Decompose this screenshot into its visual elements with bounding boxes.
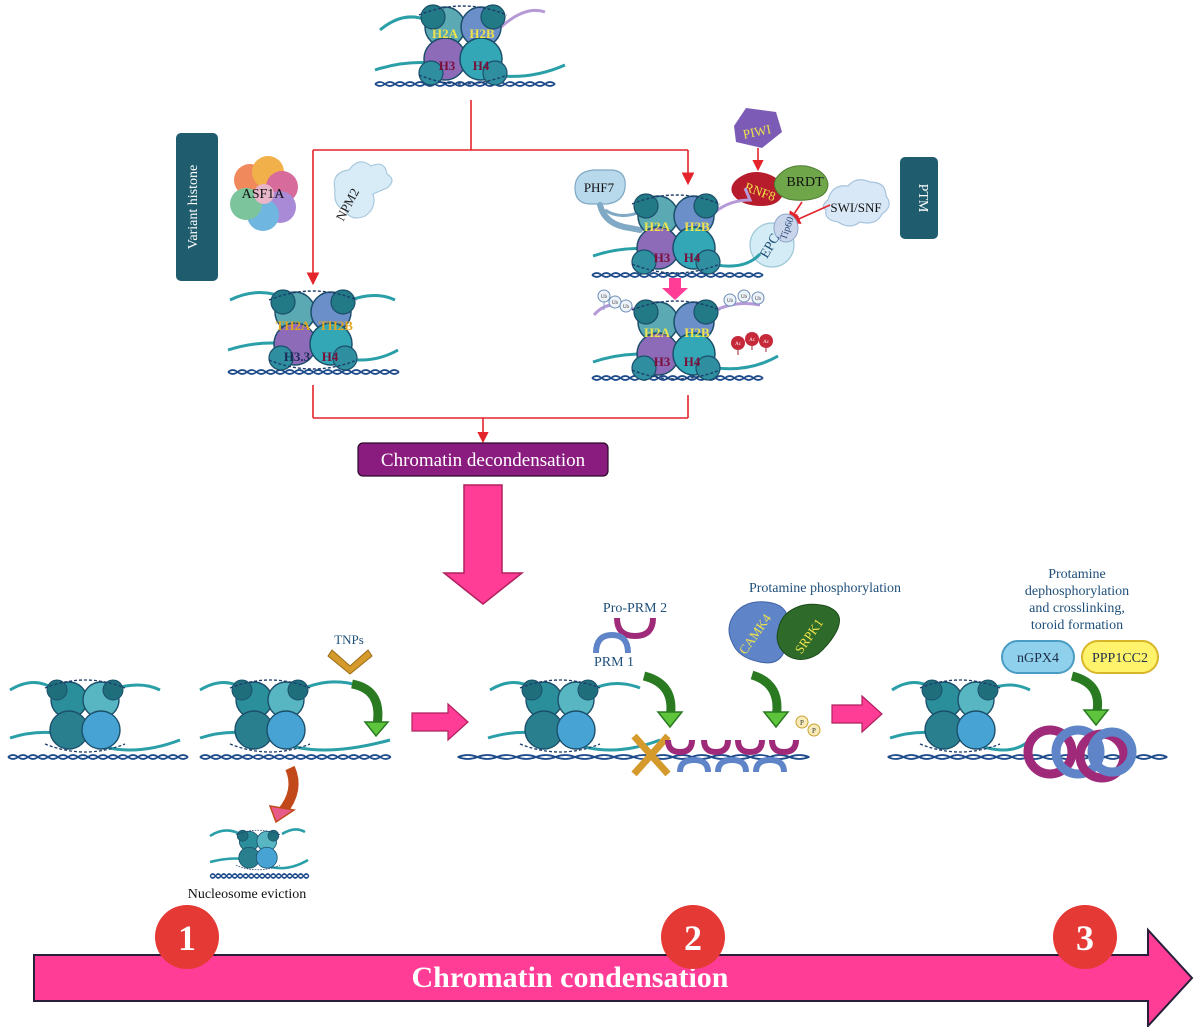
stage-number-3: 3 [1076, 918, 1094, 958]
ptm-before-h4-label: H4 [684, 250, 701, 265]
ptm-before-h3-label: H3 [654, 250, 671, 265]
brdt-label: BRDT [786, 175, 824, 190]
prm-green-arrowhead [656, 711, 684, 729]
brdt-factor: BRDT [773, 165, 829, 201]
ptm-after-h3-label: H3 [654, 354, 671, 369]
tnp-crossed [631, 733, 671, 777]
big-down-arrow [441, 484, 525, 605]
step3-title-line1: Protamine [1048, 567, 1106, 582]
phosphate-marks: P P [795, 715, 821, 737]
enzyme-green-arrowhead [1082, 709, 1110, 727]
eviction-arrow [278, 765, 299, 816]
ubiquitin-marks: Ub Ub Ub Ub Ub Ub [597, 289, 765, 313]
ngpx4-enzyme: nGPX4 [1001, 640, 1075, 674]
ub-mark-2: Ub [612, 301, 619, 306]
camk4-kinase: CAMK4 [728, 601, 789, 664]
ptm-after-h2a-label: H2A [644, 325, 671, 340]
chromatin-decondensation-label: Chromatin decondensation [381, 450, 586, 471]
branch-arrows [306, 100, 695, 286]
phf7-label: PHF7 [584, 180, 615, 195]
evicted-nucleosome [209, 828, 310, 879]
swi-snf-label: SWI/SNF [830, 200, 881, 215]
protamine-toroids [1023, 725, 1137, 783]
kinase-green-arrowhead [762, 711, 790, 729]
ngpx4-label: nGPX4 [1017, 651, 1059, 666]
ac-mark-1: Ac [735, 342, 742, 347]
tnps-label: TNPs [334, 632, 364, 647]
npm2-chaperone: NPM2 [333, 161, 393, 223]
stage-number-2: 2 [684, 918, 702, 958]
piwi-factor: PIWI [734, 108, 782, 148]
ub-mark-5: Ub [741, 295, 748, 300]
ub-mark-6: Ub [755, 297, 762, 302]
swi-snf-arrow [789, 204, 831, 224]
variant-h33-label: H3.3 [284, 349, 311, 364]
variant-nucleosome: TH2A TH2B H3.3 H4 [227, 289, 400, 375]
chromatin-condensation-arrow: Chromatin condensation [33, 927, 1194, 1027]
variant-histone-label: Variant histone [186, 165, 201, 249]
nucleosome-eviction-label: Nucleosome eviction [188, 887, 307, 902]
step3-title-line4: toroid formation [1031, 618, 1123, 633]
variant-th2a-label: TH2A [276, 318, 311, 333]
chromatin-decondensation-box: Chromatin decondensation [357, 442, 609, 477]
prm1-protein [593, 631, 631, 654]
acetyl-marks: Ac Ac Ac [731, 332, 773, 355]
ptm-after-h4-label: H4 [684, 354, 701, 369]
chromatin-condensation-label: Chromatin condensation [412, 961, 729, 994]
step2-to-step3-arrow [831, 694, 883, 734]
pro-prm2-protein [614, 617, 656, 640]
asf1a-chaperone: ASF1A [230, 156, 298, 231]
top-h2a-label: H2A [432, 26, 459, 41]
piwi-label: PIWI [742, 121, 773, 142]
step3-title-line2: dephosphorylation [1025, 584, 1129, 599]
p-mark-1: P [800, 719, 804, 727]
stage-badge-2: 2 [661, 905, 725, 969]
ptm-label: PTM [915, 184, 930, 213]
variant-histone-badge: Variant histone [176, 133, 218, 281]
step3-title-line3: and crosslinking, [1029, 601, 1125, 616]
ptm-nucleosome-after: H2A H2B H3 H4 [591, 299, 779, 381]
ptm-nucleosome-before: H2A H2B H3 H4 [591, 187, 764, 278]
step2-nucleosome [456, 679, 811, 761]
srpk1-kinase: SRPK1 [776, 603, 840, 660]
ptm-after-h2b-label: H2B [684, 325, 710, 340]
tnps-protein: TNPs [327, 632, 373, 675]
protamine-chain [665, 739, 799, 773]
ptm-before-h2b-label: H2B [684, 219, 710, 234]
merge-arrows [312, 385, 689, 444]
phf7-factor: PHF7 [574, 169, 643, 233]
asf1a-label: ASF1A [242, 187, 286, 202]
ptm-transition-arrow [662, 278, 688, 300]
stage-number-1: 1 [178, 918, 196, 958]
ub-mark-4: Ub [727, 299, 734, 304]
step1-nucleosome-a [7, 679, 189, 760]
stage-badge-3: 3 [1053, 905, 1117, 969]
prm1-label: PRM 1 [594, 655, 634, 670]
protamine-phosphorylation-label: Protamine phosphorylation [749, 581, 901, 596]
tnps-green-arrowhead [363, 721, 390, 738]
ub-mark-3: Ub [623, 305, 630, 310]
tip60-epc-complex: Tip60 EPC [749, 213, 799, 268]
ac-mark-2: Ac [749, 338, 756, 343]
ppp1cc2-enzyme: PPP1CC2 [1081, 640, 1159, 674]
step3-nucleosome [886, 679, 1169, 761]
top-h2b-label: H2B [469, 26, 495, 41]
ub-mark-1: Ub [601, 295, 608, 300]
ppp1cc2-label: PPP1CC2 [1092, 651, 1148, 666]
ptm-badge: PTM [900, 157, 938, 239]
eviction-arrowhead [268, 805, 296, 824]
ptm-before-h2a-label: H2A [644, 219, 671, 234]
top-h3-label: H3 [439, 58, 456, 73]
swi-snf-factor: SWI/SNF [822, 179, 890, 227]
top-nucleosome: H2A H2B H3 H4 [374, 4, 566, 87]
variant-h4-label: H4 [322, 349, 339, 364]
ac-mark-3: Ac [763, 340, 770, 345]
top-h4-label: H4 [473, 58, 490, 73]
step1-to-step2-arrow [411, 702, 469, 742]
variant-th2b-label: TH2B [319, 318, 353, 333]
p-mark-2: P [812, 727, 816, 735]
stage-badge-1: 1 [155, 905, 219, 969]
pro-prm2-label: Pro-PRM 2 [603, 601, 667, 616]
